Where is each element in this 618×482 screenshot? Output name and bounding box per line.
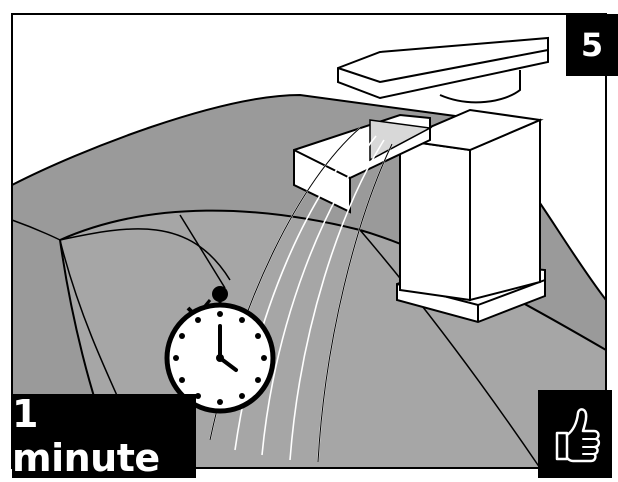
thumbs-up-icon [555,408,601,463]
faucet-icon [293,36,549,324]
stopwatch-icon [164,286,276,414]
step-number-badge: 5 [566,14,618,76]
approval-badge [538,390,612,478]
duration-label: 1 minute [12,392,196,480]
